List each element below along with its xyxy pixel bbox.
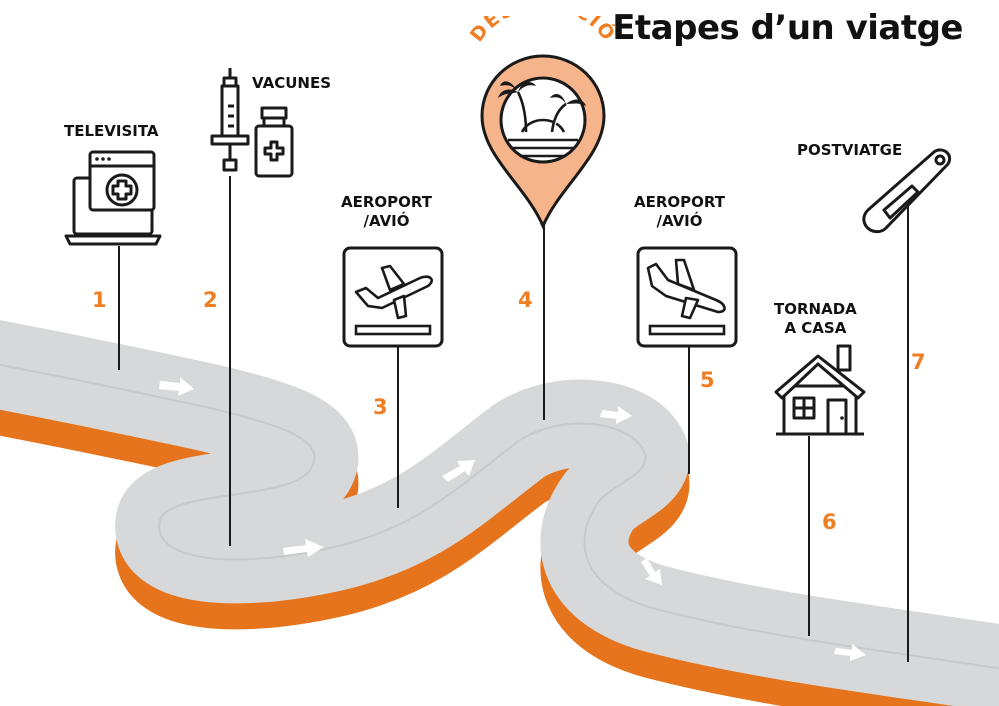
arrow-icon — [834, 644, 866, 661]
syringe-vial-icon — [204, 66, 304, 180]
plane-takeoff-sign-icon — [342, 246, 446, 350]
stage-1-label: TELEVISITA — [64, 122, 159, 141]
stage-4-number: 4 — [518, 288, 533, 312]
arrow-icon — [600, 406, 632, 424]
arrow-icon — [442, 460, 475, 482]
stage-5-number: 5 — [700, 368, 715, 392]
stage-3-number: 3 — [373, 395, 388, 419]
pole-4 — [543, 222, 545, 420]
arrow-icon — [641, 558, 662, 585]
pole-2 — [229, 176, 231, 546]
stage-5-label: AEROPORT/AVIÓ — [634, 193, 725, 231]
svg-text:DESTINACIÓ: DESTINACIÓ — [466, 16, 620, 46]
stage-7-number: 7 — [911, 350, 926, 374]
page-title: Etapes d’un viatge — [612, 8, 963, 48]
stage-6-number: 6 — [822, 510, 837, 534]
pole-6 — [808, 436, 810, 636]
stage-1-number: 1 — [92, 288, 107, 312]
pole-3 — [397, 346, 399, 508]
arrow-icon — [283, 539, 324, 557]
pole-5 — [688, 346, 690, 474]
arrow-icon — [159, 377, 194, 396]
house-icon — [772, 342, 868, 438]
stage-3-label: AEROPORT/AVIÓ — [341, 193, 432, 231]
plane-landing-sign-icon — [636, 246, 740, 350]
pole-1 — [118, 246, 120, 370]
stage-4-label: DESTINACIÓ — [466, 16, 620, 46]
pole-7 — [907, 202, 909, 662]
thermometer-icon — [856, 140, 960, 236]
stage-2-number: 2 — [203, 288, 218, 312]
laptop-medical-icon — [64, 148, 164, 248]
beach-pin-icon: DESTINACIÓ — [466, 16, 620, 230]
